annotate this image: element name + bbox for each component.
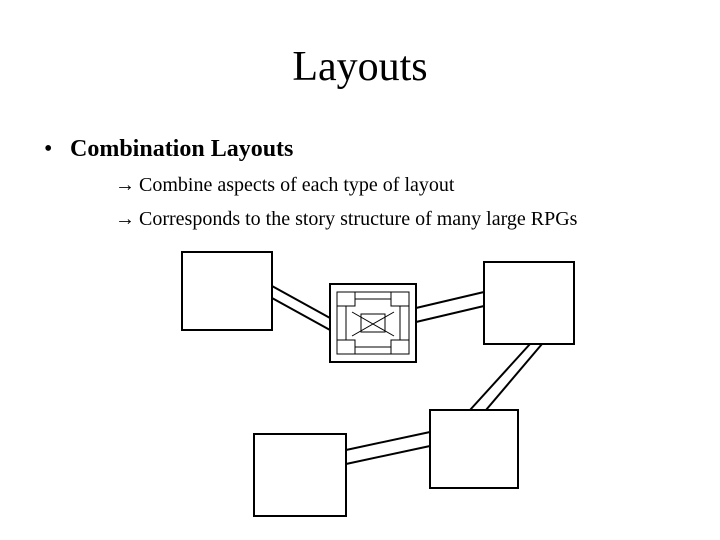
bullet-text: Combination Layouts xyxy=(70,136,294,162)
corridor-diagonal xyxy=(469,343,543,411)
room-top-right xyxy=(483,261,575,345)
corridor-bottom xyxy=(345,431,431,465)
corridor-top-right xyxy=(415,291,485,323)
sub-item-text: Combine aspects of each type of layout xyxy=(139,174,455,196)
room-bottom-right xyxy=(429,409,519,489)
bullet-combination-layouts: • Combination Layouts xyxy=(44,134,293,164)
sub-item-text: Corresponds to the story structure of ma… xyxy=(139,208,578,230)
room-bottom-left xyxy=(253,433,347,517)
sub-item-corresponds: →Corresponds to the story structure of m… xyxy=(115,206,577,232)
sub-item-combine: →Combine aspects of each type of layout xyxy=(115,172,454,198)
slide-title: Layouts xyxy=(292,44,428,90)
arrow-icon: → xyxy=(115,174,135,196)
room-center-hub xyxy=(329,283,417,363)
corridor-top-left xyxy=(271,285,331,331)
arrow-icon: → xyxy=(115,208,135,230)
room-top-left xyxy=(181,251,273,331)
bullet-marker: • xyxy=(44,136,53,162)
